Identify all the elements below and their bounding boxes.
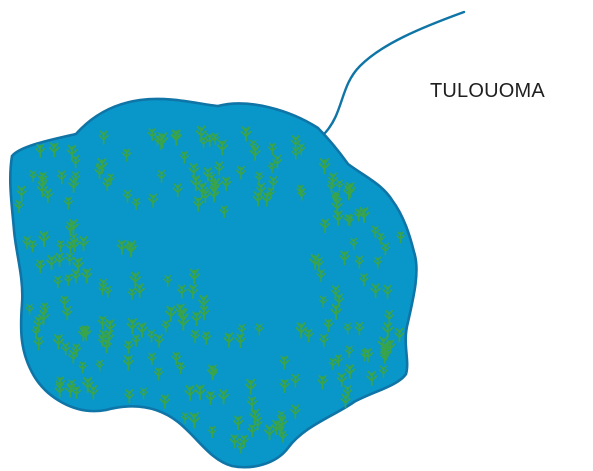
inlet-stream bbox=[325, 12, 464, 133]
inlet-label: TULOUOMA bbox=[430, 80, 545, 103]
